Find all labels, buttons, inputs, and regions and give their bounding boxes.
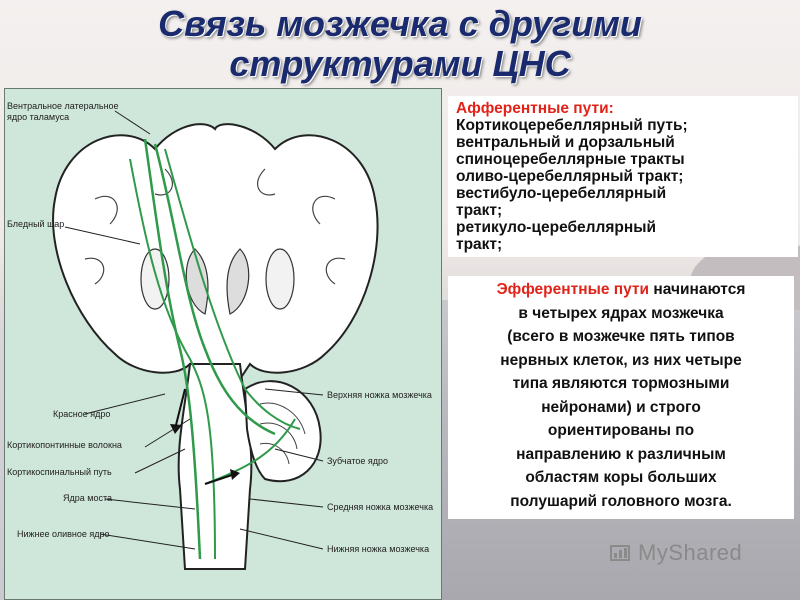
watermark-text: MyShared bbox=[638, 540, 743, 565]
efferent-line: направлению к различным bbox=[516, 445, 726, 463]
label-corticospinal: Кортикоспинальный путь bbox=[7, 467, 112, 477]
efferent-pathways-box: Эфферентные пути начинаются в четырех яд… bbox=[448, 276, 794, 519]
efferent-line: ориентированы по bbox=[547, 422, 695, 439]
efferent-line: (всего в мозжечке пять типов bbox=[507, 328, 735, 345]
afferent-heading: Афферентные пути: bbox=[456, 100, 614, 117]
label-pontine-nuclei: Ядра моста bbox=[63, 493, 112, 503]
efferent-line: областям коры больших bbox=[525, 469, 717, 486]
cerebrum-outline bbox=[52, 123, 379, 380]
brain-diagram: Вентральное латеральное ядро таламуса Бл… bbox=[4, 88, 442, 600]
afferent-line: спиноцеребеллярные тракты bbox=[456, 151, 685, 168]
afferent-line: вестибуло-церебеллярный bbox=[456, 185, 667, 202]
afferent-line: вентральный и дорзальный bbox=[456, 134, 675, 151]
efferent-line: нервных клеток, из них четыре bbox=[500, 351, 742, 369]
afferent-line: оливо-церебеллярный тракт; bbox=[456, 168, 684, 185]
afferent-line: Кортикоцеребеллярный путь; bbox=[456, 117, 688, 134]
brain-illustration bbox=[52, 110, 379, 570]
efferent-line: полушарий головного мозга. bbox=[510, 492, 732, 510]
label-corticopontine: Кортикопонтинные волокна bbox=[7, 440, 122, 450]
afferent-line: тракт; bbox=[456, 202, 503, 219]
afferent-line: тракт; bbox=[456, 236, 503, 253]
label-inferior-olive: Нижнее оливное ядро bbox=[17, 529, 110, 539]
efferent-line: типа являются тормозными bbox=[512, 375, 730, 392]
afferent-line: ретикуло-церебеллярный bbox=[456, 219, 657, 236]
label-globus-pallidus: Бледный шар bbox=[7, 219, 65, 229]
myshared-logo-icon bbox=[610, 545, 630, 561]
efferent-line: в четырех ядрах мозжечка bbox=[518, 304, 724, 322]
label-vl-thalamus: Вентральное латеральное ядро таламуса bbox=[7, 101, 119, 122]
title-line-1: Связь мозжечка с другими bbox=[158, 3, 642, 44]
title-line-2: структурами ЦНС bbox=[229, 43, 571, 84]
afferent-pathways-box: Афферентные пути: Кортикоцеребеллярный п… bbox=[448, 96, 798, 257]
efferent-first-rest: начинаются bbox=[649, 281, 746, 298]
efferent-heading: Эфферентные пути bbox=[496, 281, 650, 298]
label-superior-peduncle: Верхняя ножка мозжечка bbox=[327, 390, 432, 400]
efferent-line: нейронами) и строго bbox=[541, 398, 701, 416]
label-dentate: Зубчатое ядро bbox=[327, 456, 389, 466]
label-red-nucleus: Красное ядро bbox=[53, 409, 111, 419]
label-middle-peduncle: Средняя ножка мозжечка bbox=[327, 502, 434, 512]
label-inferior-peduncle: Нижняя ножка мозжечка bbox=[327, 544, 430, 554]
slide-title: Связь мозжечка с другими структурами ЦНС bbox=[0, 4, 800, 84]
